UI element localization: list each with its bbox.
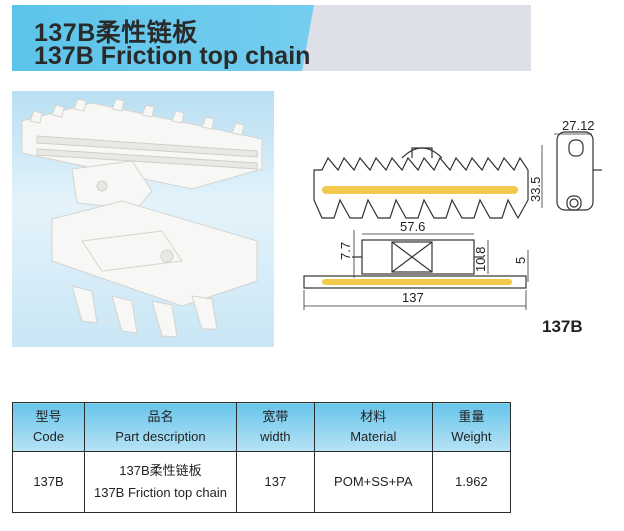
dim-overall-width: 137 — [402, 290, 424, 305]
chain-link-illustration — [21, 98, 263, 338]
page-title-cn: 137B柔性链板 — [34, 19, 198, 47]
dim-side-height: 33.5 — [528, 177, 543, 202]
cell-material: POM+SS+PA — [313, 451, 433, 513]
dimension-drawing-svg: 27.12 33.5 57.6 7.7 10.8 5 137 — [303, 118, 602, 310]
friction-insert-top — [322, 186, 518, 194]
dim-offset: 7.7 — [338, 242, 353, 260]
title-banner: 137B柔性链板 137B Friction top chain — [12, 5, 531, 71]
page-title-en: 137B Friction top chain — [34, 42, 311, 70]
cell-weight: 1.962 — [431, 451, 512, 513]
dim-side-width: 27.12 — [562, 118, 595, 133]
friction-insert-bottom — [322, 279, 512, 285]
model-label: 137B — [542, 317, 583, 336]
side-view — [556, 131, 602, 211]
product-photo — [12, 91, 274, 347]
dim-thickness: 10.8 — [473, 247, 488, 272]
dim-lip: 5 — [513, 257, 528, 264]
cell-code: 137B — [11, 451, 86, 513]
hinge-view — [352, 239, 484, 275]
bottom-plate-view — [303, 275, 527, 289]
technical-drawing: 27.12 33.5 57.6 7.7 10.8 5 137 — [292, 110, 612, 350]
cell-width: 137 — [235, 451, 315, 513]
banner-accent-stripe — [12, 5, 314, 71]
dim-pin-span: 57.6 — [400, 219, 425, 234]
